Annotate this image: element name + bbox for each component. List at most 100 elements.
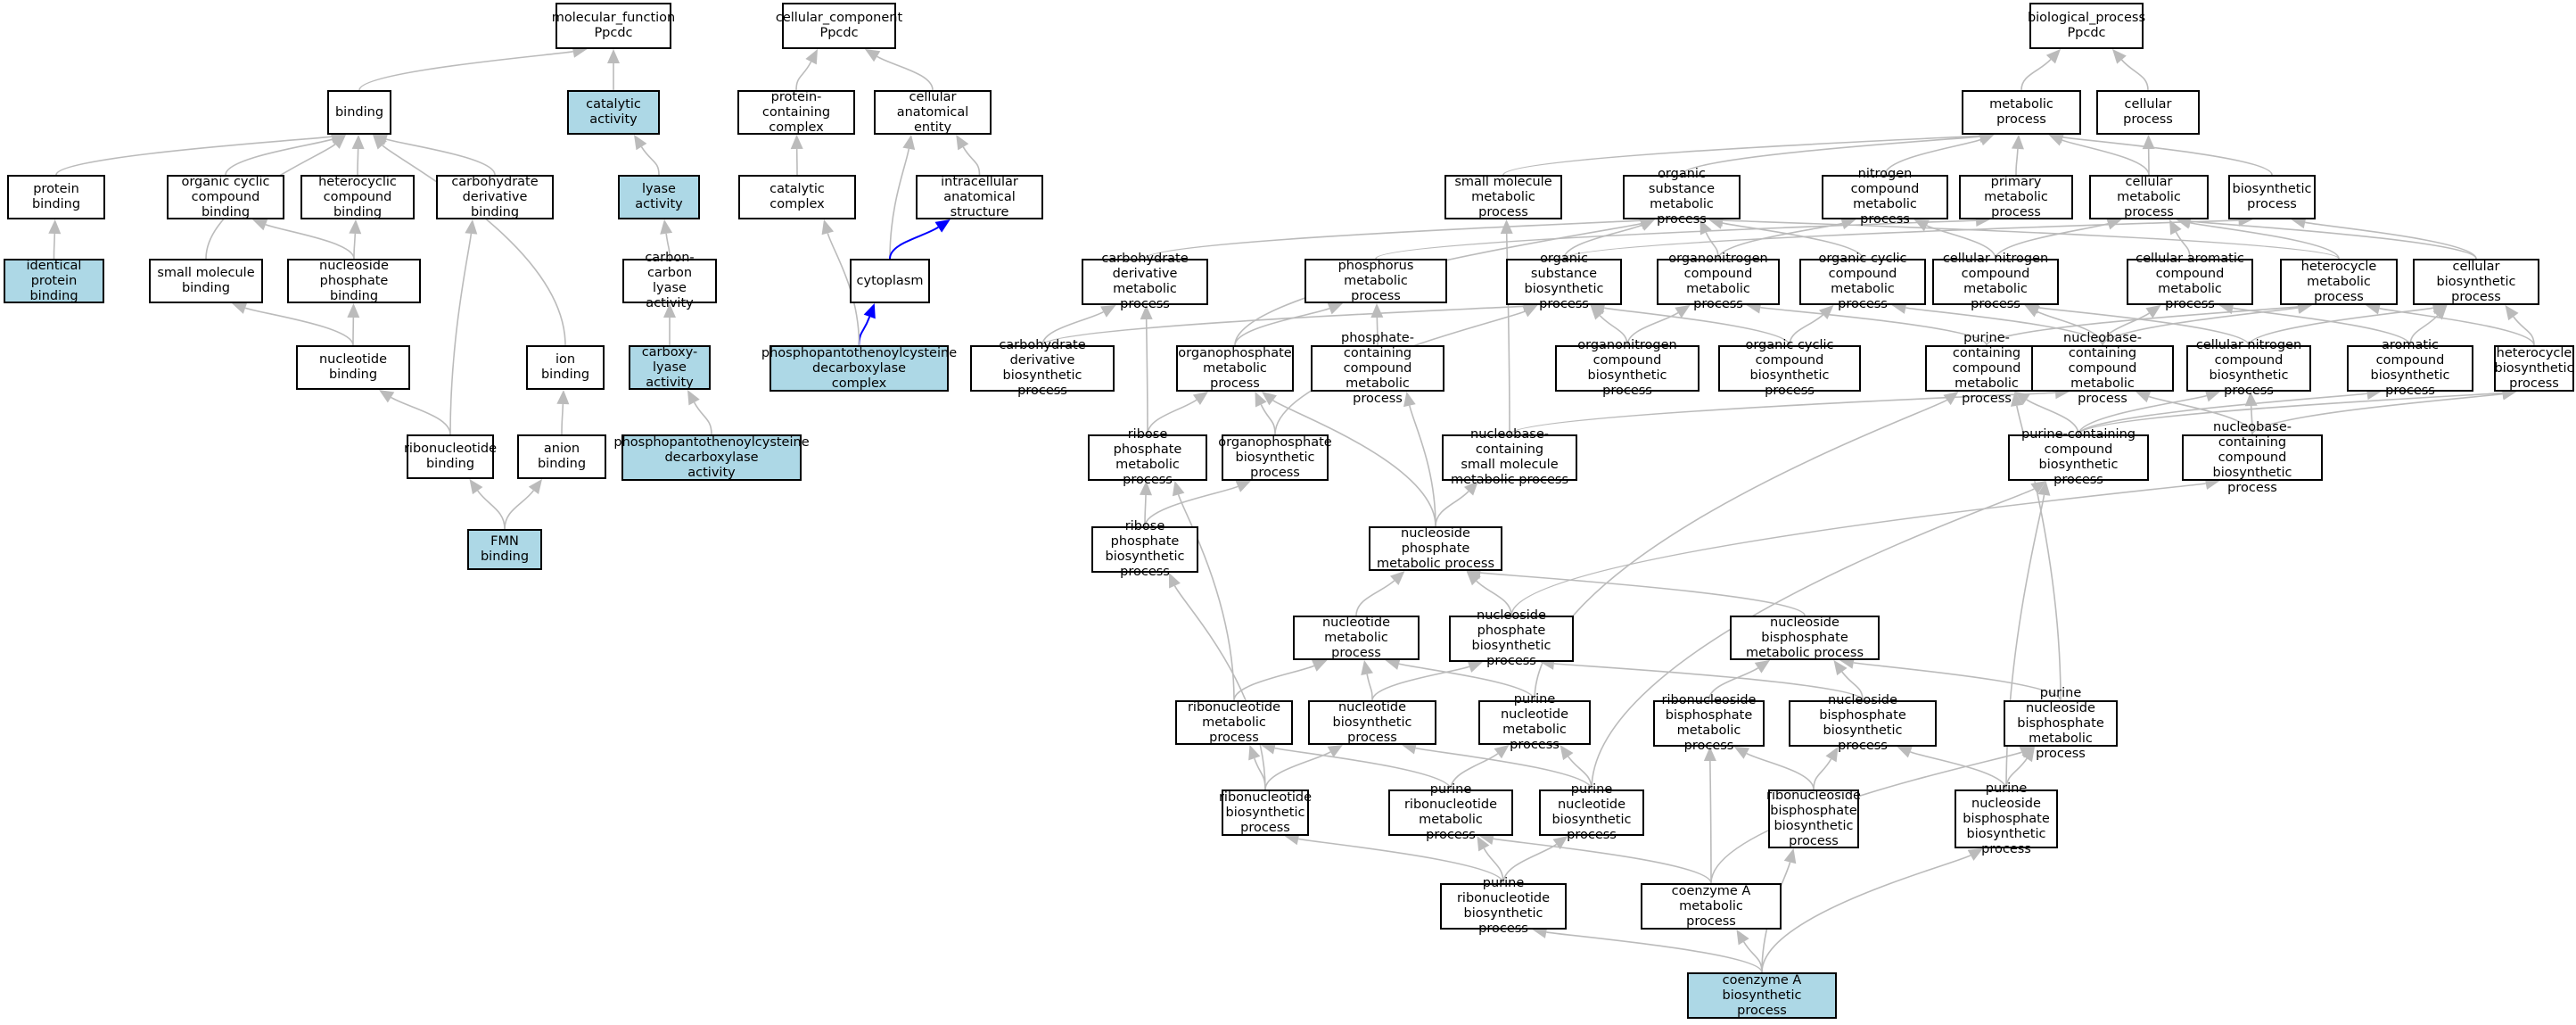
go-term-node[interactable]: ribonucleoside bisphosphate metabolic pr… bbox=[1653, 693, 1765, 753]
go-term-node[interactable]: ribonucleotide biosynthetic process bbox=[1218, 789, 1313, 836]
go-term-node[interactable]: ribose phosphate metabolic process bbox=[1088, 427, 1207, 487]
go-term-node[interactable]: anion binding bbox=[517, 434, 606, 479]
edge-line bbox=[2304, 221, 2477, 260]
edge-line bbox=[1604, 307, 1790, 346]
go-term-node[interactable]: organonitrogen compound biosynthetic pro… bbox=[1555, 338, 1700, 398]
go-term-node[interactable]: organic cyclic compound biosynthetic pro… bbox=[1718, 338, 1861, 398]
edge-line bbox=[1233, 665, 1315, 701]
go-term-node[interactable]: cellular nitrogen compound biosynthetic … bbox=[2186, 338, 2311, 398]
go-term-node[interactable]: organonitrogen compound metabolic proces… bbox=[1657, 252, 1780, 311]
go-term-node[interactable]: cellular biosynthetic process bbox=[2413, 259, 2539, 305]
go-term-node[interactable]: carbohydrate derivative binding bbox=[436, 175, 554, 219]
go-term-node[interactable]: small molecule metabolic process bbox=[1444, 175, 1562, 219]
edge-arrowhead bbox=[1361, 660, 1374, 676]
go-term-node[interactable]: organophosphate biosynthetic process bbox=[1218, 434, 1332, 481]
go-term-node[interactable]: heterocycle biosynthetic process bbox=[2494, 345, 2574, 392]
go-term-node[interactable]: purine nucleotide metabolic process bbox=[1478, 692, 1591, 752]
go-term-node[interactable]: cellular metabolic process bbox=[2089, 175, 2209, 219]
go-term-node[interactable]: purine nucleoside bisphosphate biosynthe… bbox=[1955, 781, 2058, 856]
go-term-node[interactable]: FMN binding bbox=[467, 529, 542, 570]
go-term-node[interactable]: purine ribonucleotide biosynthetic proce… bbox=[1440, 876, 1567, 936]
go-term-node[interactable]: nitrogen compound metabolic process bbox=[1822, 167, 1948, 227]
edge-line bbox=[1502, 135, 1980, 176]
edge-line bbox=[225, 138, 333, 176]
go-term-node[interactable]: organic cyclic compound metabolic proces… bbox=[1799, 252, 1926, 311]
edge-arrowhead bbox=[1560, 745, 1574, 761]
go-term-node[interactable]: molecular_function Ppcdc bbox=[552, 3, 675, 49]
go-term-node[interactable]: nucleotide biosynthetic process bbox=[1308, 700, 1436, 745]
go-term-node[interactable]: lyase activity bbox=[618, 175, 700, 219]
go-term-node[interactable]: cellular process bbox=[2096, 90, 2200, 135]
go-term-node[interactable]: ribonucleoside bisphosphate biosynthetic… bbox=[1766, 789, 1861, 848]
go-term-node[interactable]: cytoplasm bbox=[850, 259, 930, 303]
edge-arrowhead bbox=[2432, 305, 2448, 320]
go-term-node[interactable]: primary metabolic process bbox=[1959, 175, 2073, 219]
go-term-node[interactable]: ribonucleotide binding bbox=[404, 434, 497, 479]
edge-line bbox=[2102, 307, 2299, 346]
go-term-node[interactable]: intracellular anatomical structure bbox=[916, 175, 1043, 219]
edge-arrowhead bbox=[2014, 392, 2030, 405]
go-term-node[interactable]: purine-containing compound metabolic pro… bbox=[1925, 331, 2048, 406]
edge-arrowhead bbox=[1733, 747, 1750, 759]
go-term-node[interactable]: phosphopantothenoylcysteine decarboxylas… bbox=[761, 345, 958, 392]
go-term-node[interactable]: coenzyme A metabolic process bbox=[1641, 883, 1782, 930]
edge-arrowhead bbox=[1389, 571, 1405, 585]
go-term-node[interactable]: protein-containing complex bbox=[737, 90, 855, 135]
go-term-node[interactable]: carbohydrate derivative metabolic proces… bbox=[1082, 252, 1208, 311]
go-term-node[interactable]: catalytic activity bbox=[567, 90, 660, 135]
edge-arrowhead bbox=[2145, 305, 2161, 318]
go-term-node[interactable]: purine nucleotide biosynthetic process bbox=[1539, 782, 1644, 842]
go-term-node[interactable]: metabolic process bbox=[1962, 90, 2081, 135]
go-term-node[interactable]: heterocyclic compound binding bbox=[300, 175, 415, 219]
go-term-node[interactable]: small molecule binding bbox=[149, 259, 263, 303]
go-term-node[interactable]: coenzyme A biosynthetic process bbox=[1687, 972, 1837, 1019]
edge-line bbox=[2379, 307, 2535, 346]
go-term-node[interactable]: phosphopantothenoylcysteine decarboxylas… bbox=[613, 434, 810, 481]
go-term-node[interactable]: nucleotide metabolic process bbox=[1293, 616, 1420, 660]
go-term-node[interactable]: purine-containing compound biosynthetic … bbox=[2008, 427, 2149, 487]
go-term-node[interactable]: nucleobase-containing small molecule met… bbox=[1442, 427, 1577, 487]
go-term-node[interactable]: binding bbox=[327, 90, 391, 135]
go-term-node[interactable]: cellular_component Ppcdc bbox=[776, 3, 902, 49]
go-term-node[interactable]: identical protein binding bbox=[4, 259, 104, 303]
go-term-node[interactable]: nucleoside phosphate binding bbox=[287, 259, 421, 303]
go-term-node[interactable]: nucleobase-containing compound metabolic… bbox=[2031, 331, 2174, 406]
go-term-node[interactable]: organophosphate metabolic process bbox=[1176, 345, 1294, 392]
edge-line bbox=[1274, 747, 1452, 790]
go-term-node[interactable]: cellular aromatic compound metabolic pro… bbox=[2127, 252, 2253, 311]
edge-arrowhead bbox=[821, 219, 835, 236]
go-term-node[interactable]: carbon-carbon lyase activity bbox=[622, 251, 717, 310]
go-term-node[interactable]: nucleoside bisphosphate metabolic proces… bbox=[1730, 616, 1880, 660]
go-term-node[interactable]: aromatic compound biosynthetic process bbox=[2347, 338, 2473, 398]
go-term-node[interactable]: nucleoside phosphate biosynthetic proces… bbox=[1449, 608, 1574, 668]
go-term-node[interactable]: cellular nitrogen compound metabolic pro… bbox=[1932, 252, 2059, 311]
go-term-node[interactable]: cellular anatomical entity bbox=[874, 90, 992, 135]
go-term-node[interactable]: organic substance biosynthetic process bbox=[1506, 252, 1622, 311]
go-term-node[interactable]: purine ribonucleotide metabolic process bbox=[1388, 782, 1513, 842]
go-term-node[interactable]: phosphate-containing compound metabolic … bbox=[1311, 331, 1444, 406]
go-term-node[interactable]: carbohydrate derivative biosynthetic pro… bbox=[970, 338, 1115, 398]
go-term-node[interactable]: nucleoside bisphosphate biosynthetic pro… bbox=[1789, 693, 1937, 753]
go-term-node[interactable]: protein binding bbox=[7, 175, 105, 219]
go-term-node[interactable]: biological_process Ppcdc bbox=[2028, 3, 2145, 49]
go-term-node[interactable]: organic cyclic compound binding bbox=[167, 175, 284, 219]
go-term-node[interactable]: phosphorus metabolic process bbox=[1304, 259, 1447, 303]
go-term-node[interactable]: biosynthetic process bbox=[2228, 175, 2316, 219]
go-term-node[interactable]: catalytic complex bbox=[738, 175, 856, 219]
edge-line bbox=[1234, 308, 1330, 346]
go-term-node[interactable]: organic substance metabolic process bbox=[1623, 167, 1741, 227]
edge-line bbox=[55, 136, 333, 176]
edge-arrowhead bbox=[2204, 389, 2220, 402]
edge-line bbox=[1145, 318, 1148, 435]
go-term-node[interactable]: ribose phosphate biosynthetic process bbox=[1091, 519, 1198, 579]
edge-line bbox=[889, 148, 910, 260]
go-term-node[interactable]: nucleotide binding bbox=[296, 345, 410, 390]
edge-line bbox=[1710, 751, 2022, 884]
go-term-node[interactable]: heterocycle metabolic process bbox=[2280, 259, 2398, 305]
go-term-node[interactable]: ribonucleotide metabolic process bbox=[1175, 700, 1293, 745]
go-term-node[interactable]: ion binding bbox=[526, 345, 605, 390]
go-term-node[interactable]: nucleoside phosphate metabolic process bbox=[1369, 526, 1502, 571]
go-term-node[interactable]: nucleobase-containing compound biosynthe… bbox=[2182, 420, 2323, 495]
go-term-node[interactable]: purine nucleoside bisphosphate metabolic… bbox=[2004, 686, 2118, 761]
go-term-node[interactable]: carboxy-lyase activity bbox=[629, 345, 711, 390]
